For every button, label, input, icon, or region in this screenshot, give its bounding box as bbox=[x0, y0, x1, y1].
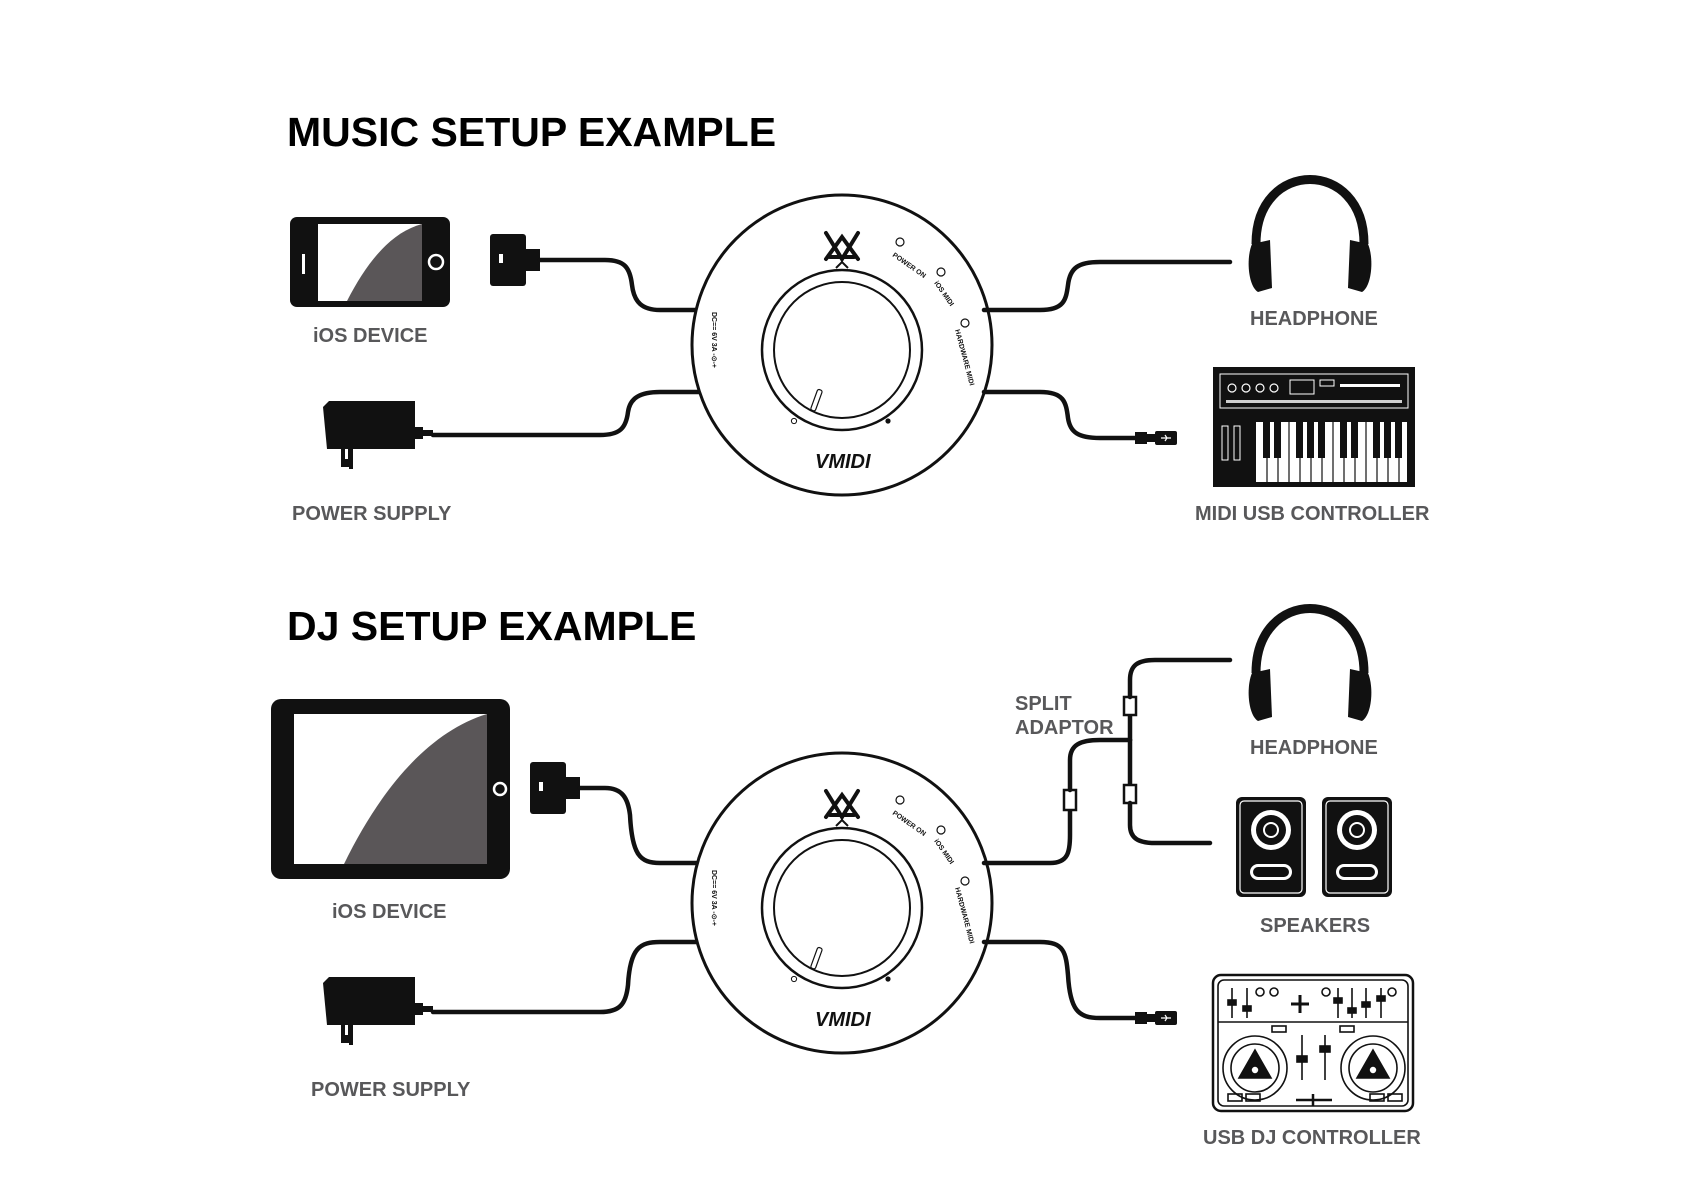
vmidi-hub bbox=[690, 751, 994, 1055]
midi-keyboard-icon bbox=[1213, 367, 1415, 487]
dj-speakers-label: SPEAKERS bbox=[1260, 915, 1370, 937]
ipad-icon bbox=[271, 699, 510, 879]
dock-connector-icon bbox=[490, 234, 540, 286]
usb-plug-icon bbox=[1134, 430, 1178, 446]
headphone-cable bbox=[981, 259, 1233, 313]
power-cable bbox=[430, 389, 703, 438]
music-headphone-label: HEADPHONE bbox=[1250, 308, 1378, 330]
split-label-2: ADAPTOR bbox=[1015, 717, 1114, 739]
music-power-label: POWER SUPPLY bbox=[292, 503, 452, 525]
hub-brand: VMIDI bbox=[815, 451, 871, 473]
hub-brand: VMIDI bbox=[815, 1009, 871, 1031]
hub-dc-label: DC== 6V 3A -⊙-+ bbox=[710, 312, 717, 368]
music-controller-label: MIDI USB CONTROLLER bbox=[1195, 503, 1430, 525]
headphone-icon bbox=[1249, 609, 1372, 722]
speaker-left-icon bbox=[1235, 796, 1307, 898]
split-adaptor-cables bbox=[981, 657, 1233, 866]
power-adaptor-icon bbox=[323, 977, 433, 1045]
dj-ios-label: iOS DEVICE bbox=[332, 901, 446, 923]
dj-usb-cable bbox=[981, 939, 1138, 1021]
power-cable bbox=[430, 939, 703, 1015]
hub-dc-label: DC== 6V 3A -⊙-+ bbox=[710, 870, 717, 926]
vmidi-hub bbox=[690, 193, 994, 497]
ios-cable bbox=[577, 785, 703, 866]
dj-controller-label: USB DJ CONTROLLER bbox=[1203, 1127, 1421, 1149]
midi-usb-cable bbox=[981, 389, 1138, 441]
music-ios-label: iOS DEVICE bbox=[313, 325, 427, 347]
dj-power-label: POWER SUPPLY bbox=[311, 1079, 471, 1101]
iphone-icon bbox=[290, 217, 450, 307]
dj-controller-icon bbox=[1211, 973, 1415, 1113]
dock-connector-icon bbox=[530, 762, 580, 814]
music-title: MUSIC SETUP EXAMPLE bbox=[287, 109, 776, 155]
split-label-1: SPLIT bbox=[1015, 693, 1072, 715]
dj-title: DJ SETUP EXAMPLE bbox=[287, 603, 696, 649]
headphone-icon bbox=[1249, 180, 1372, 293]
ios-cable bbox=[537, 257, 703, 313]
speaker-right-icon bbox=[1321, 796, 1393, 898]
usb-plug-icon bbox=[1134, 1010, 1178, 1026]
keyboard-keys bbox=[1256, 422, 1407, 482]
dj-headphone-label: HEADPHONE bbox=[1250, 737, 1378, 759]
power-adaptor-icon bbox=[323, 401, 433, 469]
